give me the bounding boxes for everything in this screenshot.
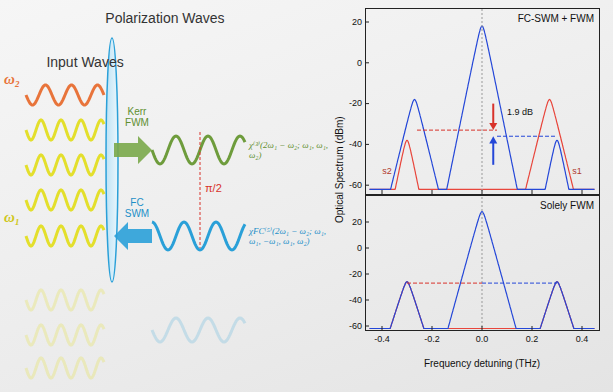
section-title: Input Waves — [46, 54, 123, 70]
tick — [382, 326, 383, 330]
zero-line — [482, 197, 483, 329]
tick-label: -60 — [349, 180, 362, 190]
tick-label: -0.4 — [374, 334, 390, 344]
omega1-wave — [26, 226, 104, 246]
chart-panel: Solely FWM — [365, 195, 600, 331]
level-line — [407, 283, 482, 284]
signal-label: s2 — [382, 166, 392, 176]
tick-label: 20 — [352, 17, 362, 27]
tick — [482, 326, 483, 330]
level-line — [497, 136, 557, 137]
panel-title: FC-SWM + FWM — [518, 13, 594, 24]
tick — [582, 190, 583, 194]
kerr-polarization-wave — [152, 136, 245, 164]
reflection-wave — [26, 358, 104, 378]
tick — [432, 326, 433, 330]
section-title: Polarization Waves — [105, 10, 224, 26]
level-line — [417, 130, 497, 131]
zero-line — [482, 9, 483, 193]
tick — [532, 190, 533, 194]
process-label: FC SWM — [121, 197, 153, 220]
tick-label: -20 — [349, 269, 362, 279]
signal-label: s1 — [572, 166, 582, 176]
omega1-wave — [26, 120, 104, 140]
axis-title: Frequency detuning (THz) — [424, 358, 540, 370]
medium-ellipse — [106, 38, 118, 282]
chart-panel: FC-SWM + FWM — [365, 8, 600, 195]
frequency-label: ω₁ — [4, 209, 20, 226]
panel-title: Solely FWM — [540, 200, 594, 211]
difference-label: 1.9 dB — [507, 107, 533, 117]
tick — [482, 190, 483, 194]
tick-label: 0 — [357, 58, 362, 68]
tick-label: -40 — [349, 139, 362, 149]
tick-label: -0.2 — [424, 334, 440, 344]
tick-label: -20 — [349, 98, 362, 108]
tick-label: -60 — [349, 321, 362, 331]
omega1-wave — [26, 155, 104, 175]
tick-label: 0.2 — [526, 334, 539, 344]
fc-arrow — [114, 222, 152, 250]
axis-title: Optical Spectrum (dBm) — [333, 117, 345, 224]
tick-label: 20 — [352, 217, 362, 227]
tick-label: -40 — [349, 295, 362, 305]
tick-label: 0.4 — [576, 334, 589, 344]
phase-label: π/2 — [205, 182, 222, 195]
reflection-wave — [26, 290, 104, 310]
tick-label: 0.0 — [476, 334, 489, 344]
omega1-wave — [26, 190, 104, 210]
tick — [382, 190, 383, 194]
tick — [432, 190, 433, 194]
fc-polarization-wave — [152, 222, 245, 250]
level-arrow — [489, 136, 497, 143]
level-arrow — [489, 123, 497, 130]
frequency-label: ω₂ — [4, 71, 20, 88]
reflection-wave — [26, 325, 104, 345]
level-arrow — [492, 104, 494, 124]
level-line — [482, 283, 557, 284]
susceptibility-formula: χFC⁽⁵⁾(2ω₁ − ω₂; ω₁, ω₁, −ω₁, ω₁, ω₂) — [249, 226, 329, 247]
tick — [582, 326, 583, 330]
spectrum-red — [370, 100, 595, 190]
tick-label: 0 — [357, 243, 362, 253]
omega2-wave — [26, 85, 104, 105]
reflection-wave — [152, 318, 245, 342]
kerr-arrow — [114, 136, 152, 164]
tick — [532, 326, 533, 330]
susceptibility-formula: χ⁽³⁾(2ω₁ − ω₂; ω₁, ω₁, ω₂) — [249, 140, 329, 161]
phase-line — [200, 132, 201, 248]
level-arrow — [492, 142, 494, 164]
process-label: Kerr FWM — [121, 106, 153, 129]
